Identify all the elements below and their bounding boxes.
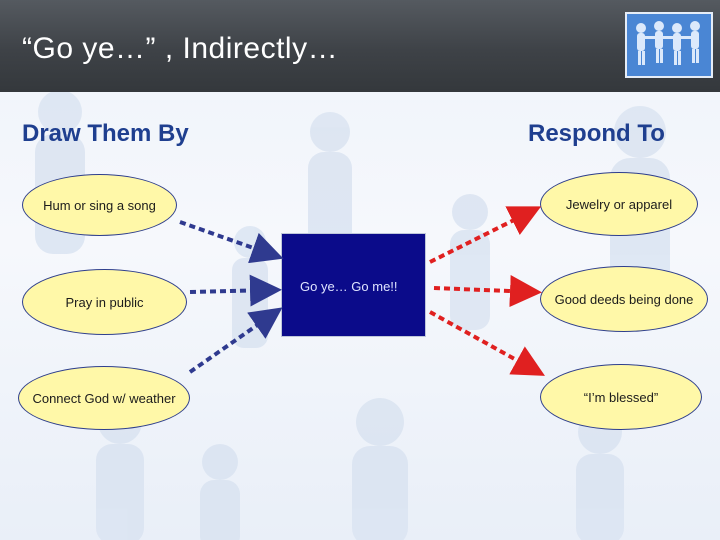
center-box [281, 233, 426, 337]
left-node-label: Hum or sing a song [43, 197, 156, 213]
arrow-center-to-jewelry [429, 206, 542, 264]
arrow-center-to-good-deeds [433, 275, 542, 308]
left-column-heading: Draw Them By [22, 120, 189, 147]
arrow-pray-to-center [189, 274, 282, 307]
left-node-connect-god-weather: Connect God w/ weather [18, 366, 190, 430]
right-node-label: “I’m blessed” [583, 389, 659, 405]
slide-title: “Go ye…” , Indirectly… [22, 32, 339, 65]
left-node-pray-in-public: Pray in public [22, 269, 187, 335]
left-node-label: Pray in public [65, 294, 144, 310]
left-node-hum-or-sing: Hum or sing a song [22, 174, 177, 236]
right-node-label: Jewelry or apparel [565, 196, 673, 212]
title-bar: “Go ye…” , Indirectly… [0, 0, 720, 92]
arrow-center-to-blessed [429, 310, 545, 376]
left-node-label: Connect God w/ weather [32, 390, 176, 406]
right-node-label: Good deeds being done [554, 291, 694, 307]
right-column-heading: Respond To [528, 120, 665, 147]
right-node-good-deeds: Good deeds being done [540, 266, 708, 332]
arrow-hum-to-center [179, 220, 284, 264]
center-box-label: Go ye… Go me!! [300, 279, 398, 294]
right-node-jewelry-apparel: Jewelry or apparel [540, 172, 698, 236]
right-node-im-blessed: “I’m blessed” [540, 364, 702, 430]
people-holding-hands-icon [625, 12, 713, 78]
arrow-weather-to-center [188, 307, 283, 374]
